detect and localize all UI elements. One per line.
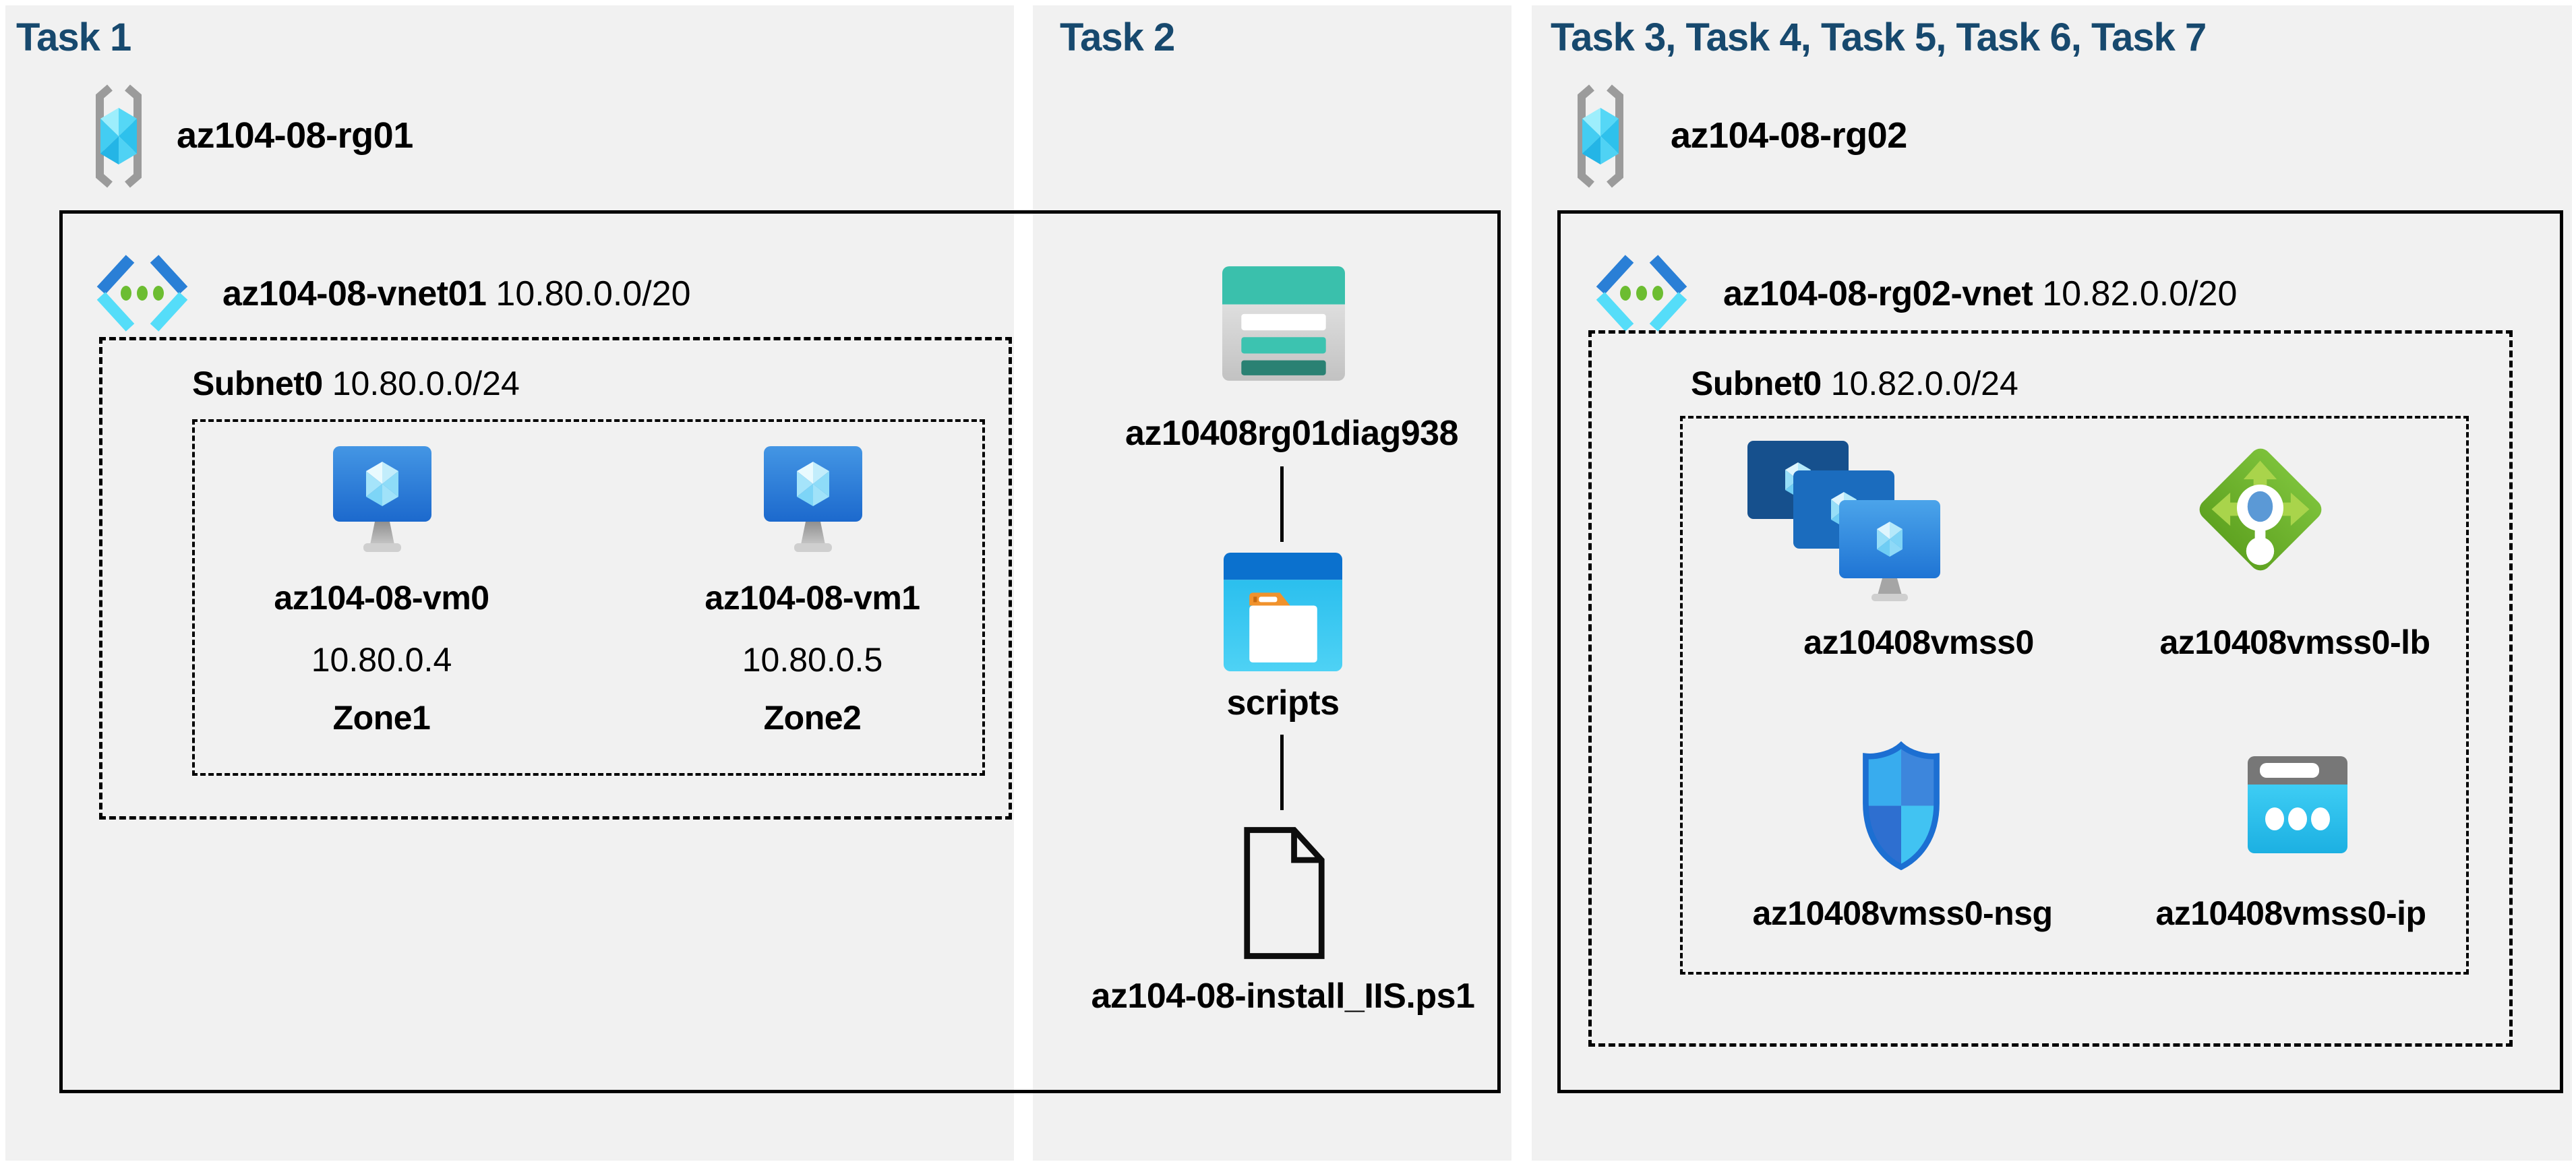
nsg-label: az10408vmss0-nsg	[1752, 894, 2053, 932]
task37-title: Task 3, Task 4, Task 5, Task 6, Task 7	[1551, 16, 2207, 59]
panel-task1	[5, 5, 1014, 1161]
rg2-name-label: az104-08-rg02	[1671, 115, 1907, 156]
public-ip-label: az10408vmss0-ip	[2155, 894, 2426, 932]
task37-subnet-dashed-box	[1588, 330, 2513, 1047]
task1-subnet-dashed-box	[99, 337, 1012, 820]
virtual-machine-icon	[762, 445, 864, 556]
file-icon	[1242, 826, 1327, 960]
subnet1-cidr: 10.80.0.0/24	[332, 365, 520, 402]
rg1-name-label: az104-08-rg01	[177, 115, 413, 156]
vnet1-cidr: 10.80.0.0/20	[496, 274, 691, 313]
connector-line	[1280, 735, 1284, 810]
vm-scale-set-icon	[1746, 439, 1948, 601]
vm0-zone-label: Zone1	[332, 699, 431, 737]
resource-group-icon	[81, 82, 156, 190]
task1-zones-dashed-box	[192, 419, 985, 776]
connector-line	[1280, 466, 1284, 542]
vm1-name-label: az104-08-vm1	[705, 579, 920, 617]
vm1-ip-label: 10.80.0.5	[742, 641, 883, 679]
public-ip-icon	[2246, 755, 2349, 855]
vnet2-cidr: 10.82.0.0/20	[2042, 274, 2238, 313]
task37-resources-dashed-box	[1680, 416, 2469, 975]
vnet1-name: az104-08-vnet01	[222, 274, 487, 313]
load-balancer-label: az10408vmss0-lb	[2159, 623, 2430, 661]
resource-group-icon	[1563, 82, 1638, 190]
task2-title: Task 2	[1060, 16, 1175, 59]
subnet1-name: Subnet0	[192, 365, 323, 402]
vm0-ip-label: 10.80.0.4	[311, 641, 452, 679]
script-file-label: az104-08-install_IIS.ps1	[1091, 977, 1475, 1016]
vmss-label: az10408vmss0	[1803, 623, 2034, 661]
storage-account-label: az10408rg01diag938	[1125, 414, 1459, 453]
load-balancer-icon	[2189, 438, 2332, 581]
task1-title: Task 1	[16, 16, 131, 59]
storage-account-icon	[1222, 266, 1345, 381]
blob-container-icon	[1224, 553, 1342, 671]
container-label: scripts	[1226, 683, 1340, 723]
panel-task37	[1532, 5, 2572, 1161]
vm1-zone-label: Zone2	[763, 699, 862, 737]
vnet2-name: az104-08-rg02-vnet	[1723, 274, 2033, 313]
virtual-network-icon	[88, 243, 197, 344]
subnet2-name: Subnet0	[1691, 365, 1822, 402]
network-security-group-icon	[1853, 740, 1950, 872]
virtual-machine-icon	[332, 445, 433, 556]
virtual-network-icon	[1587, 243, 1696, 344]
vm0-name-label: az104-08-vm0	[274, 579, 489, 617]
subnet2-cidr: 10.82.0.0/24	[1830, 365, 2018, 402]
